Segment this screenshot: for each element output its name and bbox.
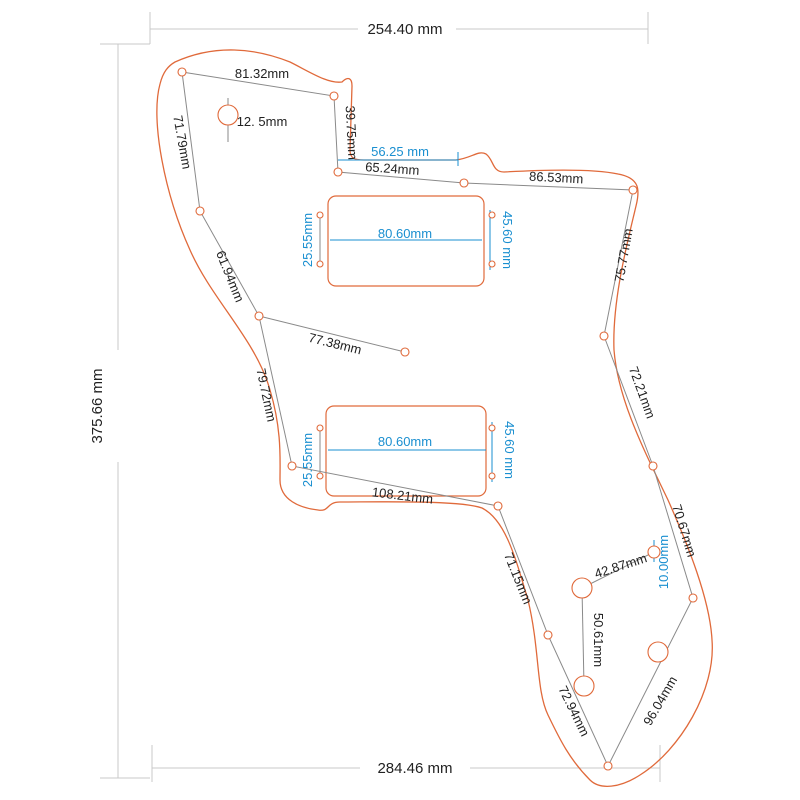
overall-dimension-lines [100, 12, 661, 782]
top-width-label: 254.40 mm [367, 21, 442, 38]
control-hole [647, 641, 669, 663]
dim-notch-horizontal: 65.24mm [365, 159, 420, 178]
pickup-screw-hole [316, 424, 324, 432]
mounting-hole [628, 185, 638, 195]
dim-neck-offset: 56.25 mm [371, 144, 429, 159]
bottom-width-label: 284.46 mm [377, 760, 452, 777]
dim-right-middle: 72.21mm [626, 364, 659, 420]
pickup-screw-hole [488, 260, 496, 268]
dim-control-vertical: 50.61mm [591, 613, 606, 667]
pickup-screw-hole [488, 472, 496, 480]
pickup-screw-hole [316, 260, 324, 268]
mounting-hole [254, 311, 264, 321]
pickup-screw-hole [316, 472, 324, 480]
mounting-hole [287, 461, 297, 471]
mounting-hole [329, 91, 339, 101]
upper-pickup-cavity [327, 195, 485, 287]
dim-lower-left-curve: 71.15mm [501, 550, 535, 606]
dim-upper-pickup-left-height: 25.55mm [300, 213, 315, 267]
dim-left-middle: 61.94mm [213, 248, 247, 304]
dim-right-lower: 70.67mm [669, 503, 699, 559]
mounting-hole [688, 593, 698, 603]
dim-lower-pickup-left-height: 25.55mm [300, 433, 315, 487]
mounting-hole [459, 178, 469, 188]
dim-small-hole: 10.00mm [656, 535, 671, 589]
dim-notch-vertical: 39.75mm [343, 105, 361, 160]
mounting-hole [543, 630, 553, 640]
pickup-screw-hole [488, 424, 496, 432]
dim-waist-inner: 77.38mm [307, 330, 363, 358]
mounting-hole [195, 206, 205, 216]
control-hole [571, 577, 593, 599]
height-label: 375.66 mm [89, 368, 106, 443]
edge-dimension-labels: 81.32mm 71.79mm 39.75mm 65.24mm 86.53mm … [170, 66, 699, 739]
pickup-screw-hole [316, 211, 324, 219]
small-hole [647, 545, 661, 559]
blue-dimension-labels: 56.25 mm 80.60mm 25.55mm 45.60 mm 80.60m… [300, 144, 671, 589]
dim-large-hole: 12. 5mm [237, 114, 288, 129]
dim-top-left: 81.32mm [235, 66, 289, 81]
overall-labels: 254.40 mm 284.46 mm 375.66 mm [89, 21, 453, 777]
mounting-hole [333, 167, 343, 177]
mounting-hole [493, 501, 503, 511]
dim-left-lower: 79.72mm [253, 367, 279, 423]
blue-dimension-lines [328, 152, 655, 562]
dim-left-upper: 71.79mm [170, 114, 194, 170]
dim-top-right: 86.53mm [529, 169, 584, 187]
dim-right-upper: 75.77mm [611, 227, 635, 283]
dim-control-diagonal: 42.87mm [593, 550, 649, 581]
mounting-hole [648, 461, 658, 471]
mounting-holes [177, 67, 698, 771]
lower-pickup-cavity [325, 405, 487, 497]
large-hole [217, 104, 239, 126]
control-hole [573, 675, 595, 697]
dim-upper-pickup-width: 80.60mm [378, 226, 432, 241]
mounting-hole [599, 331, 609, 341]
dim-lower-pickup-width: 80.60mm [378, 434, 432, 449]
dim-upper-pickup-right-height: 45.60 mm [500, 211, 515, 269]
pickup-screw-hole [488, 211, 496, 219]
mounting-hole [603, 761, 613, 771]
mounting-hole [177, 67, 187, 77]
dim-lower-horizontal: 108.21mm [371, 484, 434, 506]
dim-lower-pickup-right-height: 45.60 mm [502, 421, 517, 479]
dim-bottom-right: 96.04mm [640, 674, 680, 728]
mounting-hole [400, 347, 410, 357]
